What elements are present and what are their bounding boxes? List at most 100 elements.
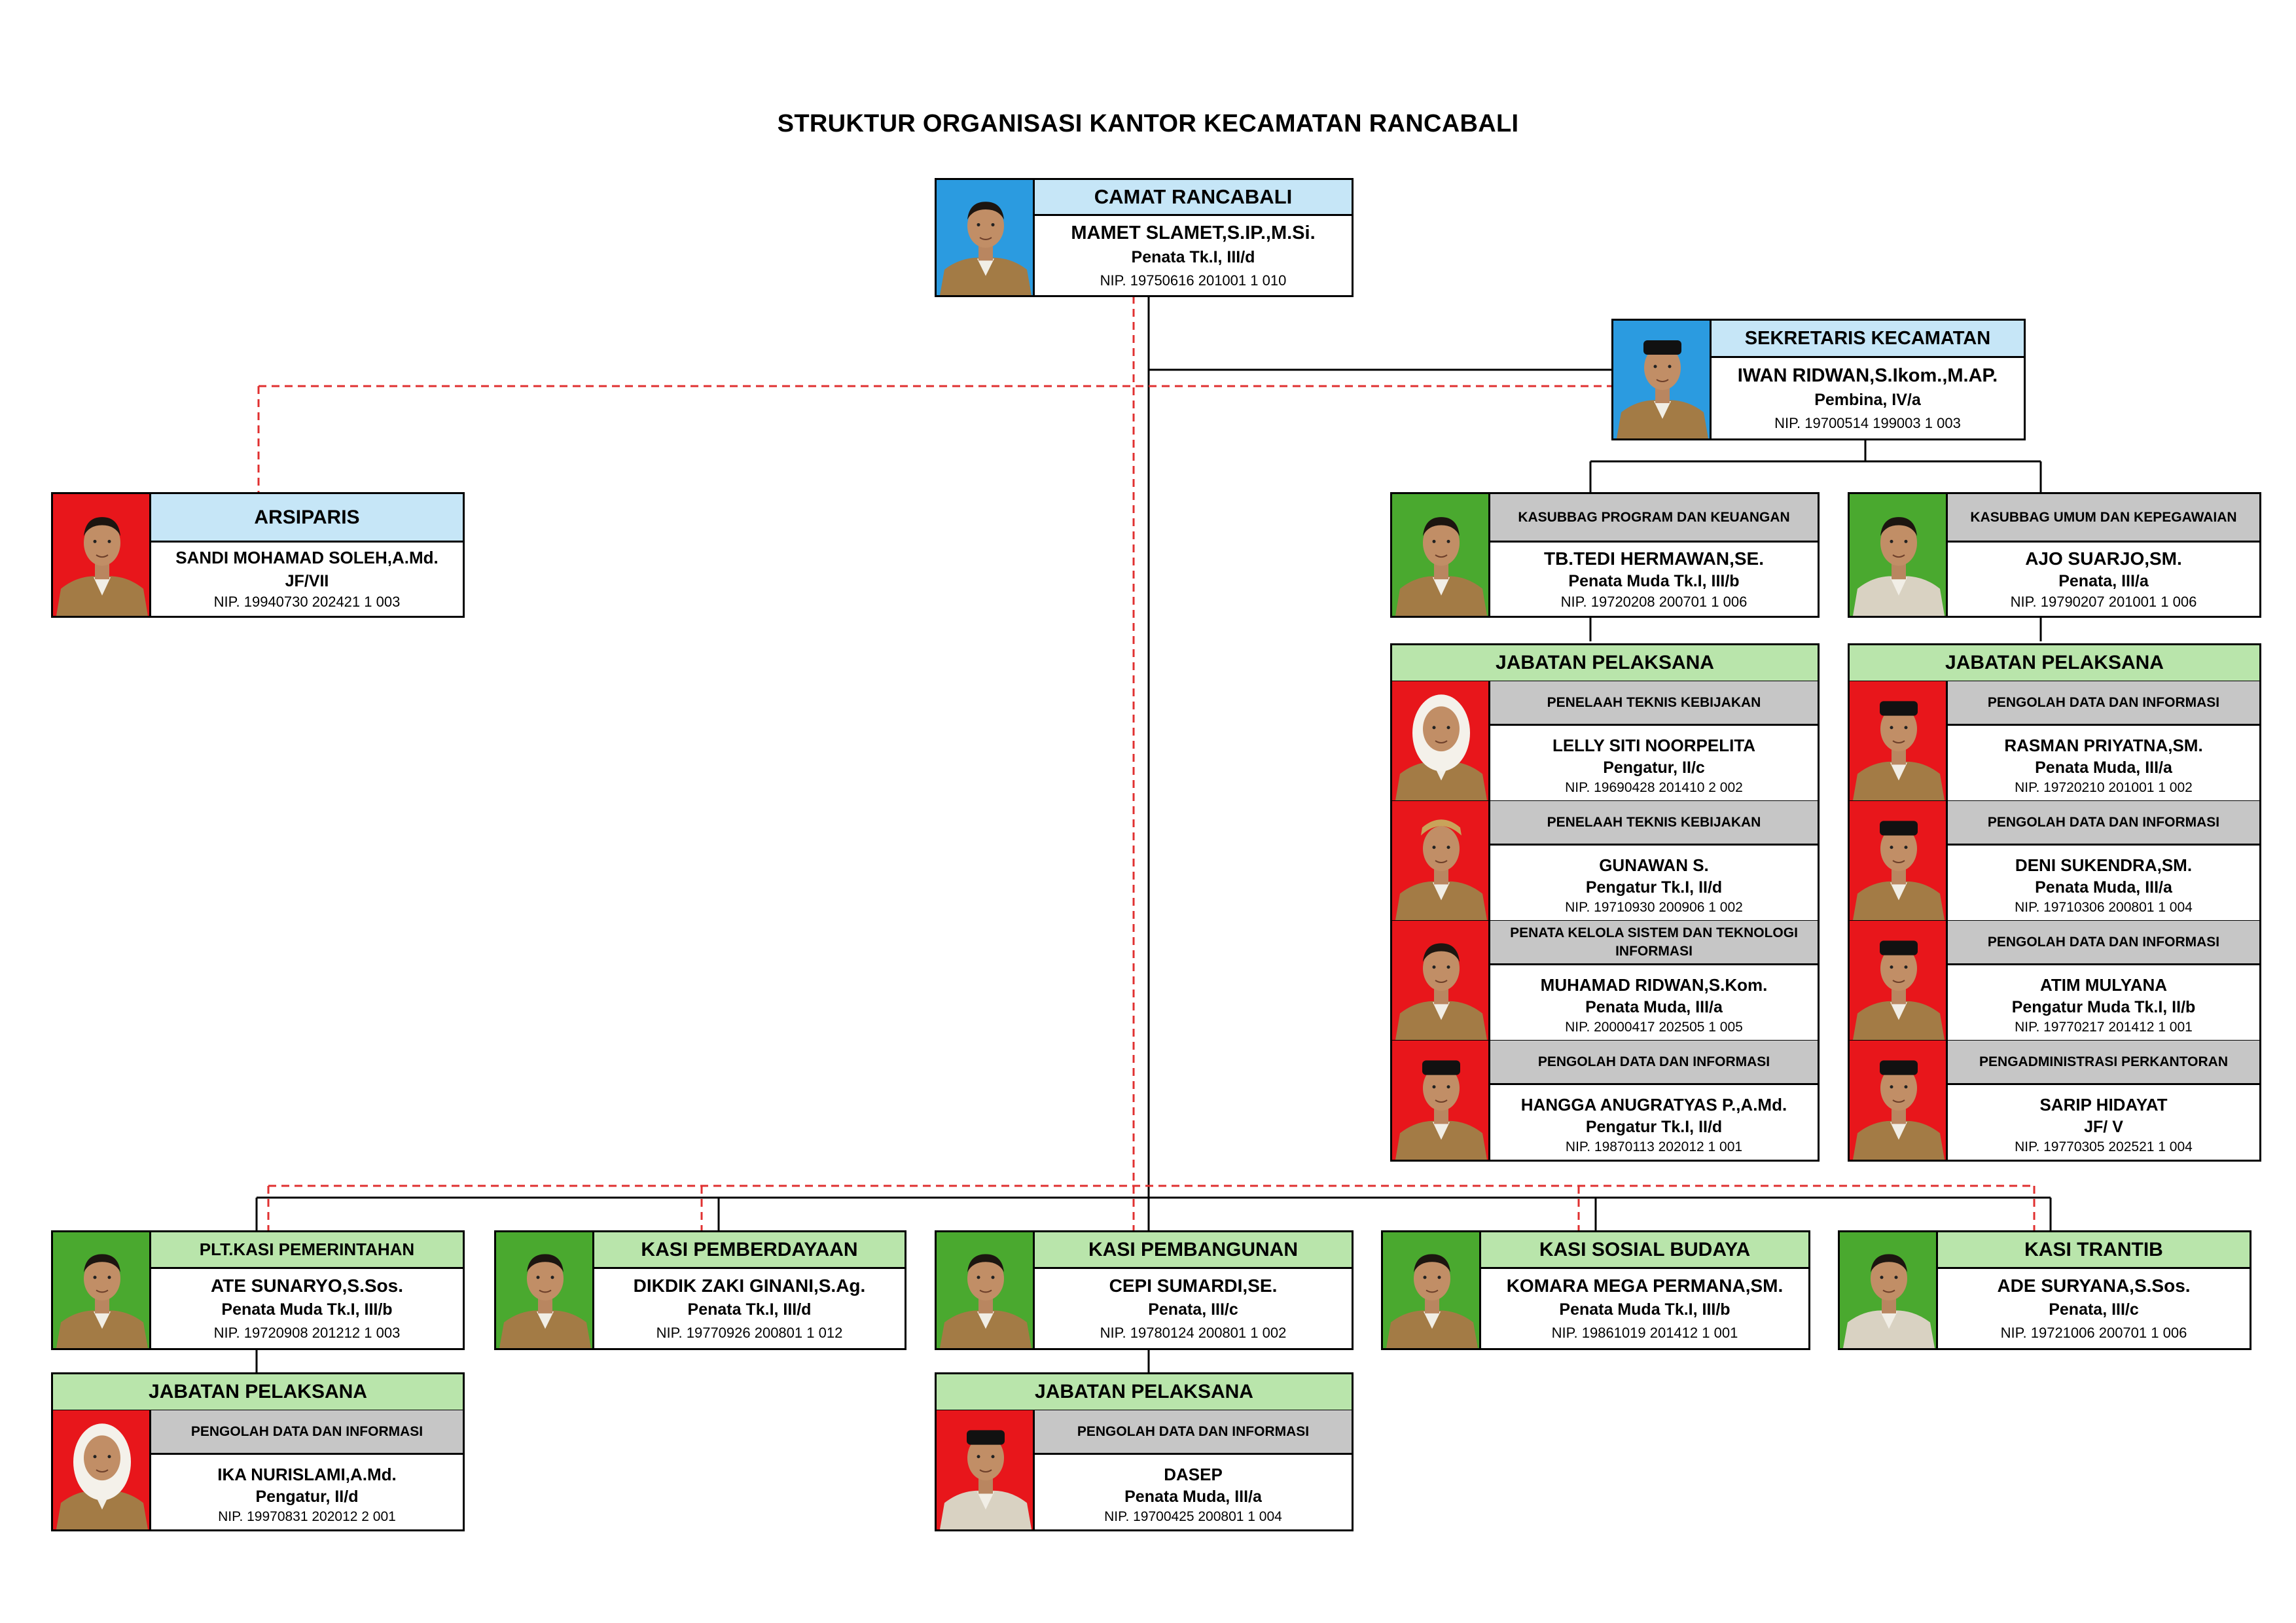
portrait-illustration	[1840, 1232, 1936, 1348]
pelaksana-program-role: PENGOLAH DATA DAN INFORMASI	[1490, 1041, 1818, 1085]
pelaksana-pemerintahan-rank: Pengatur, II/d	[255, 1488, 359, 1506]
kasubbag-umum-rank: Penata, III/a	[2058, 571, 2149, 590]
pelaksana-program-photo	[1392, 1041, 1490, 1160]
kasubbag-program-card: KASUBBAG PROGRAM DAN KEUANGAN TB.TEDI HE…	[1390, 492, 1820, 618]
kasi-pemberdayaan-rank: Penata Tk.I, III/d	[687, 1300, 812, 1319]
kasi-pemerintahan-nip: NIP. 19720908 201212 1 003	[213, 1325, 401, 1341]
camat-card: CAMAT RANCABALI MAMET SLAMET,S.IP.,M.Si.…	[935, 178, 1354, 297]
camat-rank: Penata Tk.I, III/d	[1131, 247, 1255, 266]
kasubbag-program-name: TB.TEDI HERMAWAN,SE.	[1543, 548, 1764, 569]
portrait-illustration	[937, 1410, 1033, 1529]
pelaksana-umum-role: PENGOLAH DATA DAN INFORMASI	[1948, 921, 2259, 965]
kasi-sosial-budaya-name: KOMARA MEGA PERMANA,SM.	[1506, 1275, 1784, 1296]
pelaksana-umum-nip: NIP. 19710306 200801 1 004	[2015, 900, 2193, 915]
pelaksana-program-nip: NIP. 19710930 200906 1 002	[1565, 900, 1743, 915]
pelaksana-umum-name: ATIM MULYANA	[2039, 975, 2168, 995]
kasi-trantib-photo	[1840, 1232, 1938, 1348]
sekcam-card: SEKRETARIS KECAMATAN IWAN RIDWAN,S.Ikom.…	[1611, 319, 2026, 440]
pelaksana-umum-rank: Penata Muda, III/a	[2035, 878, 2172, 897]
pelaksana-pemerintahan-nip: NIP. 19970831 202012 2 001	[218, 1509, 396, 1524]
pelaksana-pembangunan-nip: NIP. 19700425 200801 1 004	[1104, 1509, 1282, 1524]
kasi-pembangunan-photo	[937, 1232, 1035, 1348]
pelaksana-program-header: JABATAN PELAKSANA	[1390, 643, 1820, 683]
portrait-illustration	[1850, 1041, 1946, 1160]
pelaksana-pembangunan-card: PENGOLAH DATA DAN INFORMASI DASEP Penata…	[935, 1410, 1354, 1531]
portrait-illustration	[1392, 494, 1488, 616]
arsiparis-nip: NIP. 19940730 202421 1 003	[213, 594, 401, 610]
arsiparis-photo	[53, 494, 151, 616]
portrait-illustration	[1392, 801, 1488, 920]
sekcam-photo	[1613, 321, 1712, 438]
kasi-pembangunan-nip: NIP. 19780124 200801 1 002	[1100, 1325, 1287, 1341]
kasi-pemberdayaan-position: KASI PEMBERDAYAAN	[594, 1232, 905, 1269]
pelaksana-program-card: PENGOLAH DATA DAN INFORMASI HANGGA ANUGR…	[1390, 1041, 1820, 1162]
pelaksana-program-rank: Penata Muda, III/a	[1585, 998, 1723, 1016]
pelaksana-program-card: PENATA KELOLA SISTEM DAN TEKNOLOGI INFOR…	[1390, 921, 1820, 1042]
pelaksana-umum-photo	[1850, 681, 1948, 800]
kasi-sosial-budaya-card: KASI SOSIAL BUDAYA KOMARA MEGA PERMANA,S…	[1381, 1230, 1810, 1350]
pelaksana-pembangunan-rank: Penata Muda, III/a	[1124, 1488, 1262, 1506]
pelaksana-umum-rank: JF/ V	[2084, 1118, 2123, 1136]
camat-photo	[937, 180, 1035, 295]
kasubbag-program-nip: NIP. 19720208 200701 1 006	[1560, 593, 1748, 610]
kasubbag-umum-nip: NIP. 19790207 201001 1 006	[2010, 593, 2197, 610]
pelaksana-pemerintahan-photo	[53, 1410, 151, 1529]
pelaksana-program-name: HANGGA ANUGRATYAS P.,A.Md.	[1520, 1095, 1787, 1115]
kasi-trantib-name: ADE SURYANA,S.Sos.	[1997, 1275, 2191, 1296]
sekcam-name: IWAN RIDWAN,S.Ikom.,M.AP.	[1737, 365, 1998, 386]
pelaksana-pembangunan-name: DASEP	[1164, 1465, 1223, 1484]
pelaksana-umum-rank: Penata Muda, III/a	[2035, 758, 2172, 777]
pelaksana-program-nip: NIP. 19690428 201410 2 002	[1565, 780, 1743, 795]
sekcam-rank: Pembina, IV/a	[1814, 390, 1921, 409]
pelaksana-umum-photo	[1850, 801, 1948, 920]
page-title: STRUKTUR ORGANISASI KANTOR KECAMATAN RAN…	[777, 110, 1519, 137]
pelaksana-program-card: PENELAAH TEKNIS KEBIJAKAN LELLY SITI NOO…	[1390, 681, 1820, 802]
portrait-illustration	[1392, 1041, 1488, 1160]
kasi-sosial-budaya-rank: Penata Muda Tk.I, III/b	[1559, 1300, 1731, 1319]
pelaksana-program-role: PENATA KELOLA SISTEM DAN TEKNOLOGI INFOR…	[1490, 921, 1818, 965]
pelaksana-program-photo	[1392, 681, 1490, 800]
pelaksana-umum-name: SARIP HIDAYAT	[2039, 1095, 2168, 1115]
portrait-illustration	[496, 1232, 592, 1348]
pelaksana-umum-nip: NIP. 19770305 202521 1 004	[2015, 1139, 2193, 1154]
kasi-sosial-budaya-photo	[1383, 1232, 1481, 1348]
pelaksana-program-rank: Pengatur Tk.I, II/d	[1585, 878, 1723, 897]
pelaksana-umum-header: JABATAN PELAKSANA	[1848, 643, 2261, 683]
portrait-illustration	[53, 1410, 149, 1529]
pelaksana-umum-role: PENGADMINISTRASI PERKANTORAN	[1948, 1041, 2259, 1085]
portrait-illustration	[937, 180, 1033, 295]
kasi-pembangunan-position: KASI PEMBANGUNAN	[1035, 1232, 1352, 1269]
kasi-sosial-budaya-position: KASI SOSIAL BUDAYA	[1481, 1232, 1808, 1269]
pelaksana-program-rank: Pengatur Tk.I, II/d	[1585, 1118, 1723, 1136]
kasi-trantib-card: KASI TRANTIB ADE SURYANA,S.Sos. Penata, …	[1838, 1230, 2251, 1350]
kasi-pemberdayaan-nip: NIP. 19770926 200801 1 012	[656, 1325, 843, 1341]
kasubbag-program-rank: Penata Muda Tk.I, III/b	[1568, 571, 1740, 590]
kasi-pemerintahan-position: PLT.KASI PEMERINTAHAN	[151, 1232, 463, 1269]
coordination-lines	[257, 296, 2036, 1230]
pelaksana-program-rank: Pengatur, II/c	[1603, 758, 1705, 777]
portrait-illustration	[53, 1232, 149, 1348]
pelaksana-pembangunan-photo	[937, 1410, 1035, 1529]
portrait-illustration	[1850, 801, 1946, 920]
kasi-trantib-nip: NIP. 19721006 200701 1 006	[2000, 1325, 2187, 1341]
pelaksana-umum-card: PENGOLAH DATA DAN INFORMASI RASMAN PRIYA…	[1848, 681, 2261, 802]
pelaksana-program-nip: NIP. 19870113 202012 1 001	[1565, 1139, 1743, 1154]
pelaksana-umum-name: RASMAN PRIYATNA,SM.	[2004, 736, 2203, 755]
pelaksana-program-photo	[1392, 921, 1490, 1040]
pelaksana-umum-name: DENI SUKENDRA,SM.	[2015, 855, 2193, 875]
pelaksana-program-name: GUNAWAN S.	[1599, 855, 1709, 875]
kasubbag-umum-name: AJO SUARJO,SM.	[2025, 548, 2182, 569]
kasi-pemerintahan-card: PLT.KASI PEMERINTAHAN ATE SUNARYO,S.Sos.…	[51, 1230, 465, 1350]
kasi-pembangunan-rank: Penata, III/c	[1148, 1300, 1238, 1319]
pelaksana-umum-role: PENGOLAH DATA DAN INFORMASI	[1948, 801, 2259, 846]
pelaksana-program-name: LELLY SITI NOORPELITA	[1552, 736, 1756, 755]
pelaksana-umum-photo	[1850, 921, 1948, 1040]
kasi-pemerintahan-rank: Penata Muda Tk.I, III/b	[221, 1300, 393, 1319]
camat-position: CAMAT RANCABALI	[1035, 180, 1352, 216]
pelaksana-umum-card: PENGOLAH DATA DAN INFORMASI DENI SUKENDR…	[1848, 801, 2261, 922]
kasi-pembangunan-name: CEPI SUMARDI,SE.	[1109, 1275, 1278, 1296]
portrait-illustration	[1850, 494, 1946, 616]
kasubbag-umum-card: KASUBBAG UMUM DAN KEPEGAWAIAN AJO SUARJO…	[1848, 492, 2261, 618]
kasi-pemerintahan-photo	[53, 1232, 151, 1348]
